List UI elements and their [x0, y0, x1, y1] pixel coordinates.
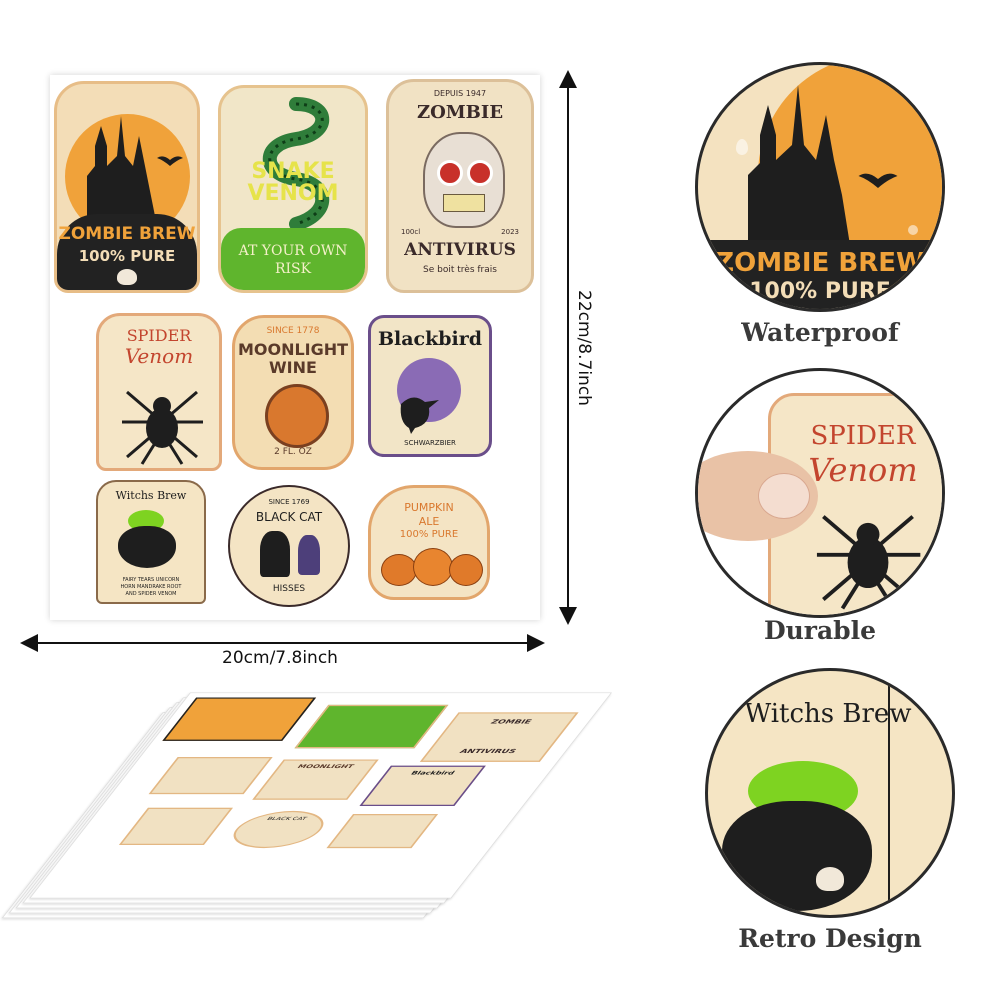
black-cat-title: BLACK CAT	[255, 510, 323, 524]
sticker-sheet: ZOMBIE BREW 100% PURE SNAKE VENOM AT YOU…	[50, 75, 540, 620]
label-spider-venom: SPIDER Venom	[96, 313, 222, 471]
label-snake-venom: SNAKE VENOM AT YOUR OWN RISK	[218, 85, 368, 293]
snake-title-2: VENOM	[247, 181, 339, 206]
label-blackbird: Blackbird SCHWARZBIER	[368, 315, 492, 457]
moon-cookie-icon	[265, 384, 329, 448]
cauldron-icon	[722, 801, 872, 911]
witchs-ingredients-3: AND SPIDER VENOM	[125, 591, 177, 597]
stacked-sheets: ZOMBIE ANTIVIRUS MOONLIGHT Blackbird BLA…	[1, 690, 660, 960]
antivirus-title: ZOMBIE	[416, 102, 504, 123]
feature-circle-waterproof: ZOMBIE BREW 100% PURE	[695, 62, 945, 312]
feature-circle-durable: SPIDER Venom	[695, 368, 945, 618]
bat-icon	[157, 156, 183, 166]
snake-icon	[262, 97, 330, 231]
teeth-icon	[443, 194, 485, 212]
label-zombie-antivirus: DEPUIS 1947 ZOMBIE 100cl 2023 ANTIVIRUS …	[386, 79, 534, 293]
crow-icon	[400, 397, 439, 434]
pumpkin-title-1: PUMPKIN	[404, 501, 454, 514]
mini-blackbird-text: Blackbird	[409, 769, 457, 776]
feature-caption-durable: Durable	[763, 616, 877, 645]
pumpkin-icon-3	[449, 554, 483, 586]
feature-circle-retro: Witchs Brew	[705, 668, 955, 918]
water-drop-icon	[736, 139, 748, 155]
cauldron-icon	[118, 526, 176, 568]
spider-icon	[816, 515, 921, 610]
pumpkin-title-2: ALE	[418, 515, 440, 528]
mini-zombie-text: ZOMBIE	[488, 719, 533, 726]
frame-border	[888, 671, 900, 915]
fingernail-icon	[758, 473, 810, 519]
cat-icon	[260, 531, 290, 577]
height-label: 22cm/8.7inch	[574, 290, 594, 406]
mini-moonlight-text: MOONLIGHT	[295, 763, 356, 770]
label-witchs-brew: Witchs Brew FAIRY TEARS UNICORN HORN MAN…	[96, 480, 206, 604]
height-arrow	[559, 70, 577, 625]
snake-subtitle-1: AT YOUR OWN	[238, 243, 348, 259]
label-pumpkin-ale: PUMPKIN ALE 100% PURE	[368, 485, 490, 600]
waterproof-banner	[698, 240, 942, 309]
skull-icon	[816, 867, 844, 891]
black-cat-since: SINCE 1769	[268, 498, 310, 506]
label-zombie-brew: ZOMBIE BREW 100% PURE	[54, 81, 200, 293]
pumpkin-icon-2	[413, 548, 453, 586]
label-moonlight-wine: SINCE 1778 MOONLIGHT WINE 2 FL. OZ	[232, 315, 354, 470]
durable-title-2: Venom	[808, 451, 918, 489]
water-drop-icon	[908, 225, 918, 235]
witchs-title: Witchs Brew	[115, 489, 187, 502]
waterproof-title-1: ZOMBIE BREW	[715, 248, 925, 278]
moonlight-since: SINCE 1778	[266, 326, 320, 336]
waterproof-title-2: 100% PURE	[749, 279, 891, 304]
antivirus-tagline: Se boit très frais	[423, 265, 497, 275]
blackbird-subtitle: SCHWARZBIER	[404, 439, 456, 447]
witchs-ingredients-2: HORN MANDRAKE ROOT	[120, 584, 182, 590]
blackbird-title: Blackbird	[377, 328, 483, 350]
spider-title-2: Venom	[124, 344, 194, 368]
snake-subtitle-2: RISK	[274, 261, 312, 277]
retro-title: Witchs Brew	[744, 699, 912, 729]
feature-caption-waterproof: Waterproof	[741, 318, 899, 347]
zombie-face-icon	[423, 132, 505, 228]
eye-left-icon	[437, 160, 463, 186]
witchs-ingredients-1: FAIRY TEARS UNICORN	[122, 577, 180, 583]
spider-title-1: SPIDER	[126, 326, 192, 345]
snake-title-1: SNAKE	[251, 159, 335, 184]
antivirus-since: DEPUIS 1947	[433, 89, 487, 98]
castle-icon	[87, 116, 157, 226]
spider-icon	[122, 390, 203, 465]
mini-black-cat-text: BLACK CAT	[265, 816, 308, 822]
zombie-brew-title: ZOMBIE BREW	[58, 224, 196, 244]
antivirus-volume: 100cl	[401, 228, 421, 236]
width-arrow	[20, 634, 545, 652]
width-label: 20cm/7.8inch	[222, 648, 338, 668]
moonlight-volume: 2 FL. OZ	[274, 447, 312, 457]
castle-icon	[748, 85, 850, 245]
feature-caption-retro: Retro Design	[738, 924, 922, 953]
label-black-cat: SINCE 1769 BLACK CAT HISSES	[228, 485, 350, 607]
black-cat-bottom: HISSES	[272, 584, 306, 594]
durable-title-1: SPIDER	[810, 421, 916, 451]
zombie-brew-subtitle: 100% PURE	[78, 247, 176, 265]
mini-antivirus-text: ANTIVIRUS	[457, 748, 518, 756]
antivirus-year: 2023	[501, 228, 519, 236]
moonlight-title-1: MOONLIGHT	[237, 340, 349, 359]
bat-icon	[858, 173, 898, 188]
green-drip	[221, 228, 365, 290]
tombstone-icon	[298, 535, 320, 575]
pumpkin-icon-1	[381, 554, 417, 586]
antivirus-bottom: ANTIVIRUS	[404, 240, 516, 260]
pumpkin-subtitle: 100% PURE	[399, 529, 459, 540]
moonlight-title-2: WINE	[269, 358, 317, 377]
skull-icon	[117, 269, 137, 285]
eye-right-icon	[467, 160, 493, 186]
